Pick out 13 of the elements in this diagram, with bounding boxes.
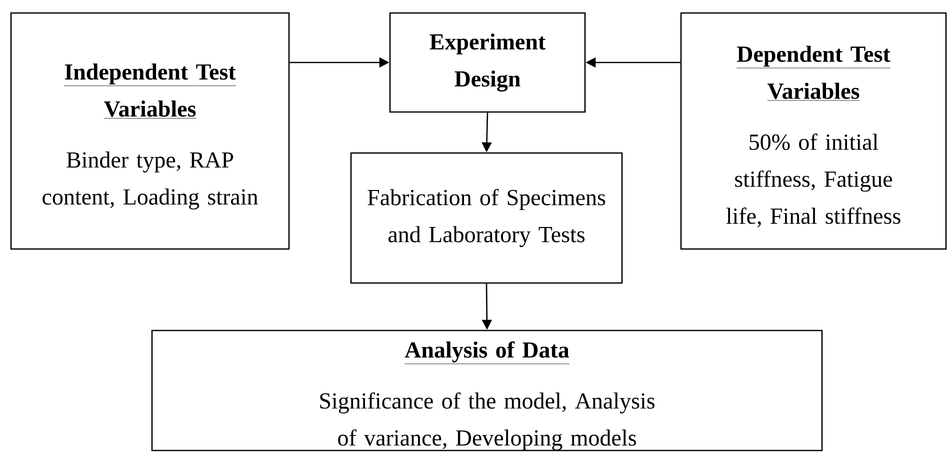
box-heading: Experiment Design xyxy=(430,33,546,92)
box-heading: Analysis of Data xyxy=(404,341,570,362)
box-text: 50% of initial stiffness, Fatigue life, Final stiffness xyxy=(726,134,900,228)
box-text: Significance of the model, Analysis of variance, Developing models xyxy=(320,392,655,450)
box-heading: Independent Test Variables xyxy=(64,64,236,117)
box-heading: Dependent Test Variables xyxy=(736,46,891,100)
box-text: Binder type, RAP content, Loading strain xyxy=(42,152,258,210)
process-box xyxy=(151,330,823,452)
process-box xyxy=(350,152,623,284)
box-text: Fabrication of Specimens and Laboratory Tests xyxy=(368,188,606,248)
process-box xyxy=(389,12,586,113)
process-box xyxy=(10,12,290,250)
process-box xyxy=(680,12,947,250)
